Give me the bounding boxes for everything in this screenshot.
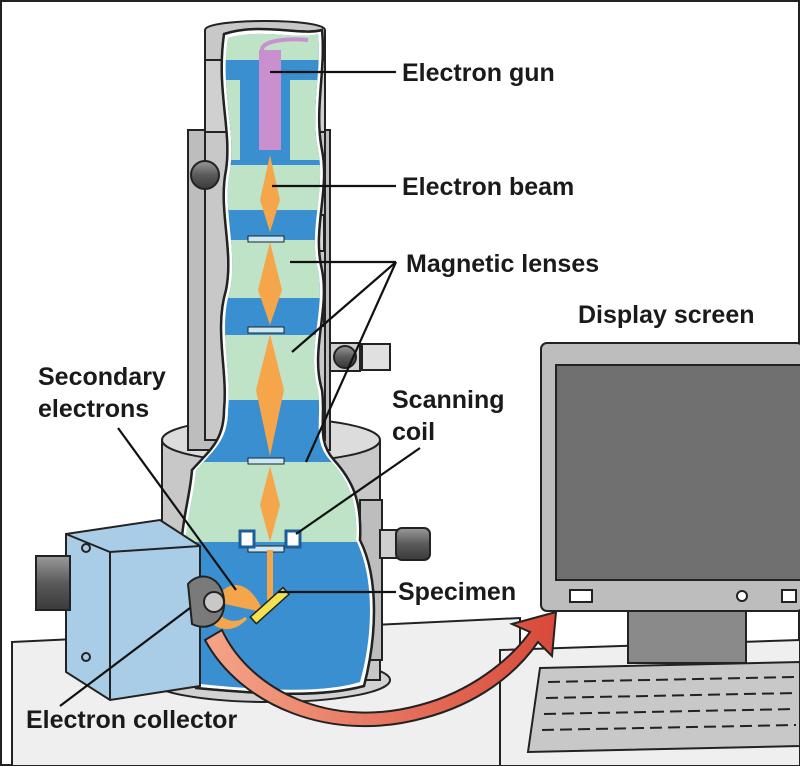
display-monitor (526, 342, 800, 754)
signal-arrow (203, 610, 558, 728)
label-specimen: Specimen (398, 578, 516, 606)
label-scanning-coil-2: coil (392, 418, 435, 446)
label-electron-gun: Electron gun (402, 59, 555, 87)
label-secondary-electrons-1: Secondary (38, 363, 166, 391)
label-magnetic-lenses: Magnetic lenses (406, 250, 599, 278)
label-electron-collector: Electron collector (26, 706, 237, 734)
leader-lines (59, 70, 421, 707)
column-knob-left (190, 160, 220, 190)
label-display-screen: Display screen (578, 301, 755, 329)
column-knob-right (329, 342, 391, 372)
scanning-coil (238, 529, 302, 549)
label-scanning-coil-1: Scanning (392, 386, 505, 414)
label-secondary-electrons-2: electrons (38, 395, 149, 423)
electron-collector (35, 518, 226, 702)
label-electron-beam: Electron beam (402, 173, 574, 201)
stage-knob (379, 527, 431, 561)
